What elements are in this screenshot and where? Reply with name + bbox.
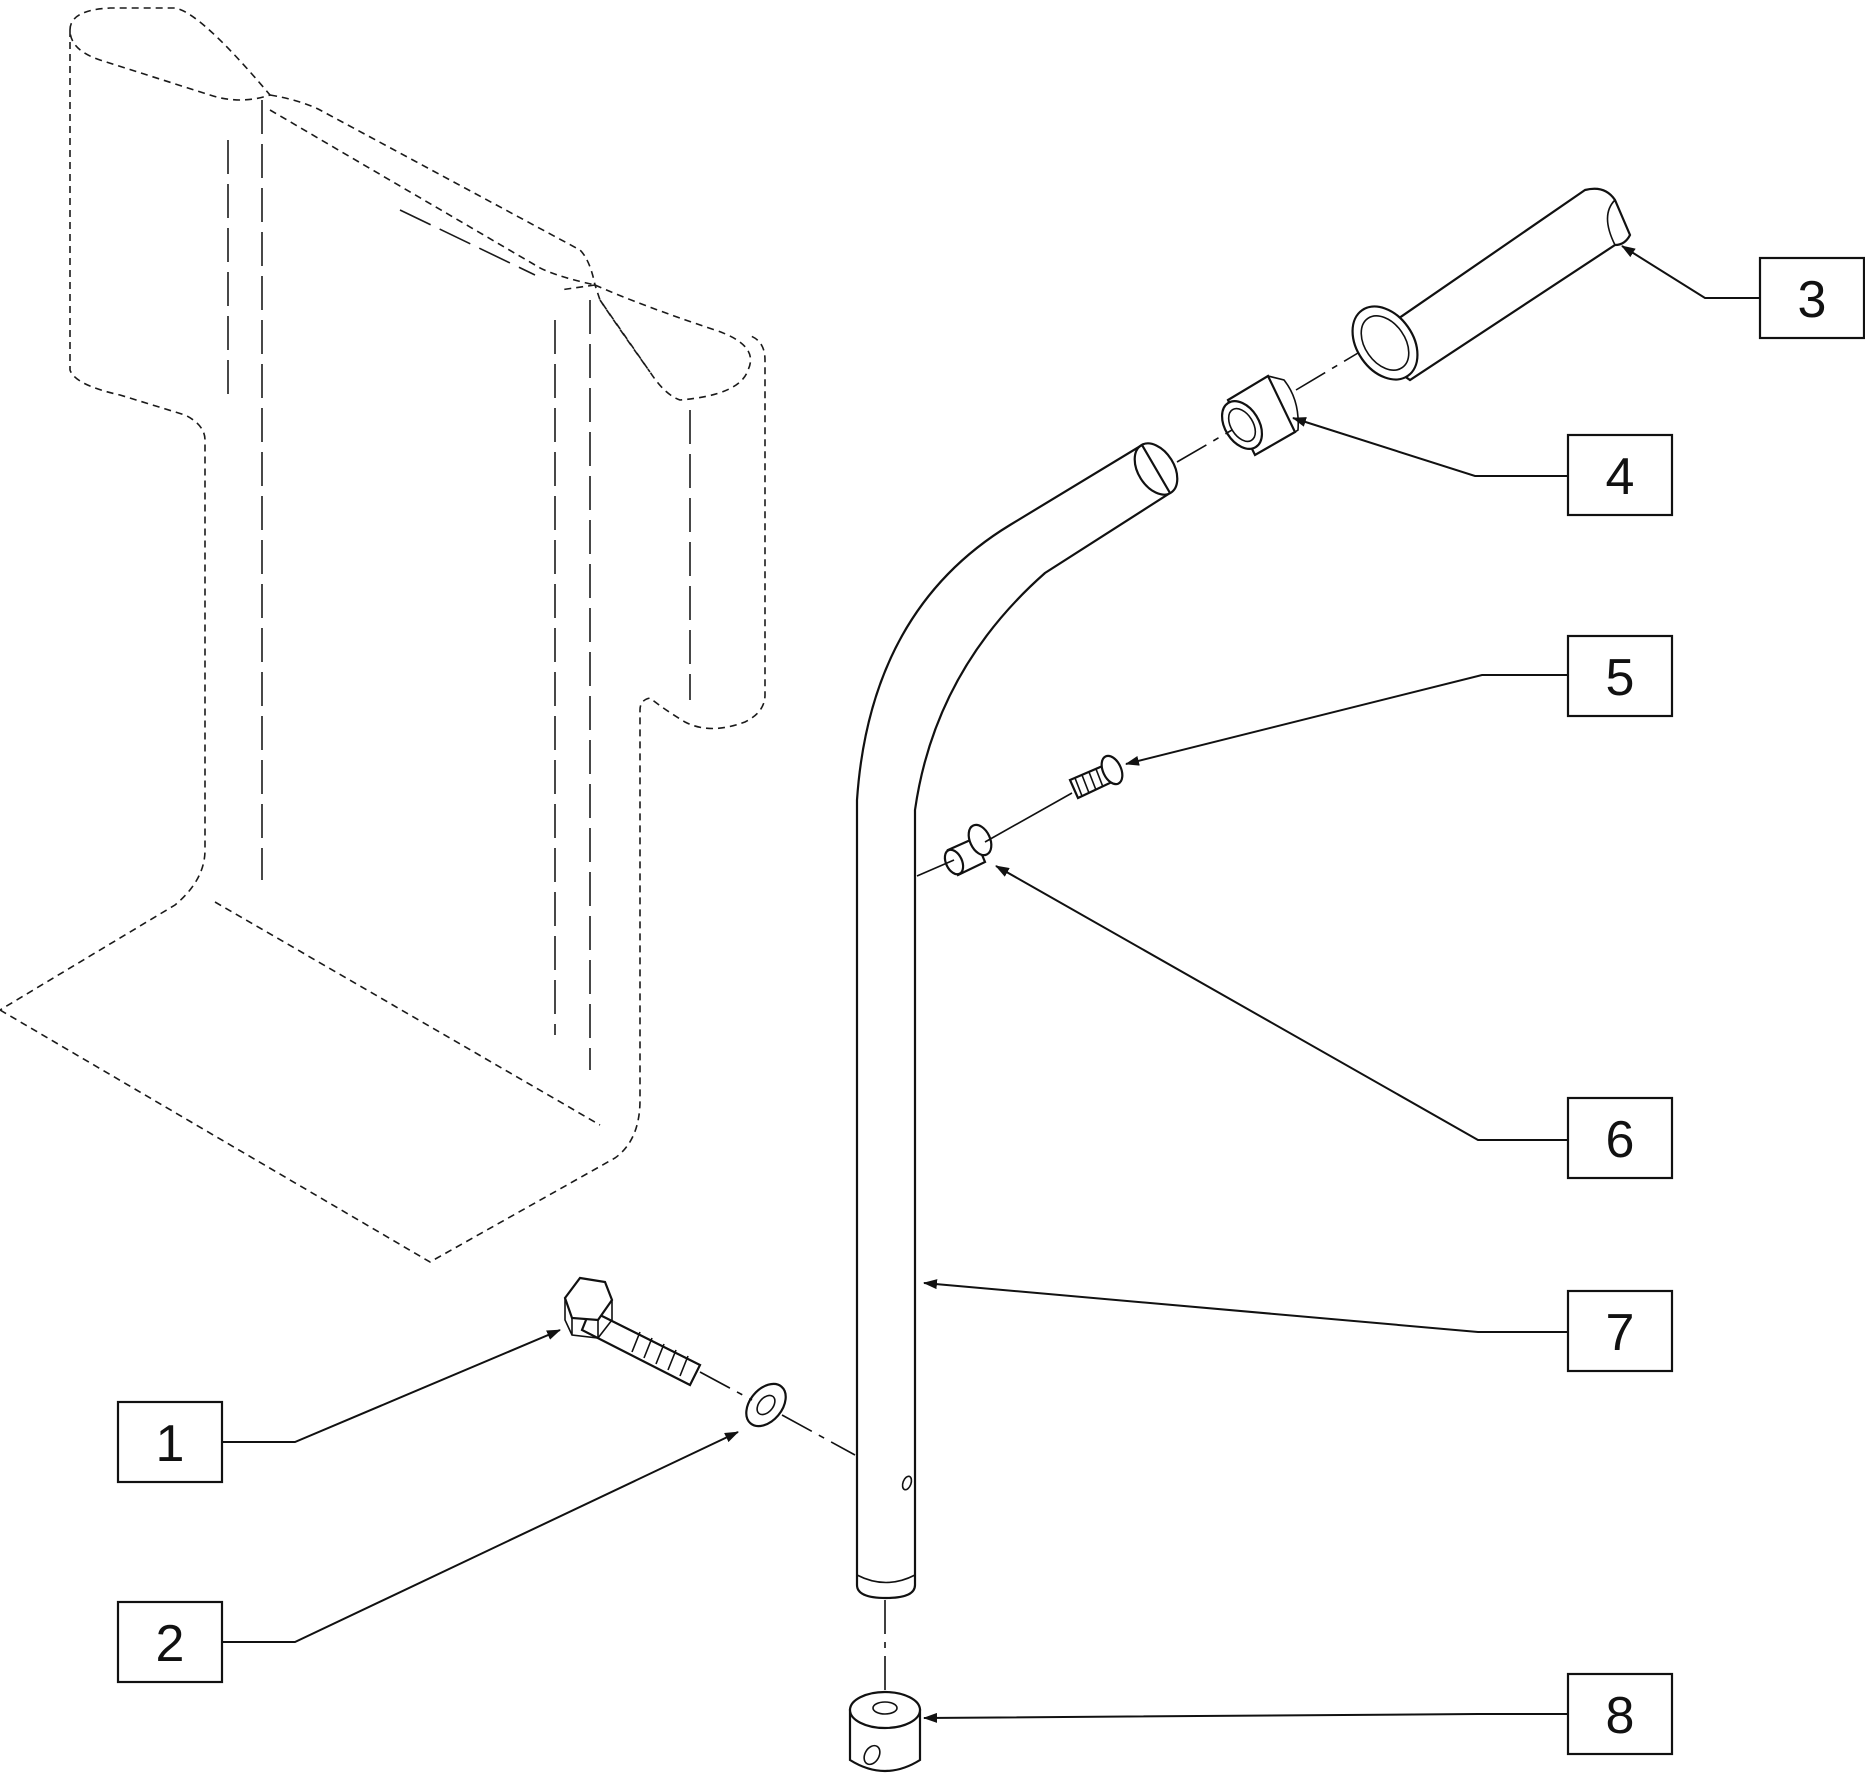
part-4-insert-plug (1220, 374, 1300, 457)
callout-7-label: 7 (1606, 1304, 1635, 1362)
callout-5: 5 (1566, 634, 1674, 718)
callout-3-label: 3 (1798, 271, 1827, 329)
part-7-bent-frame-tube (855, 442, 1179, 1600)
callout-1: 1 (116, 1400, 224, 1484)
callout-6: 6 (1566, 1096, 1674, 1180)
callout-1-label: 1 (156, 1415, 185, 1473)
callout-8-label: 8 (1606, 1687, 1635, 1745)
callout-7: 7 (1566, 1289, 1674, 1373)
callout-3: 3 (1758, 256, 1865, 340)
callout-5-label: 5 (1606, 649, 1635, 707)
part-8-collar (848, 1690, 922, 1772)
part-1-hex-bolt (563, 1276, 702, 1387)
callout-4-label: 4 (1606, 448, 1635, 506)
callout-2: 2 (116, 1600, 224, 1684)
part-2-washer (745, 1382, 787, 1428)
phantom-backrest-upholstery (0, 7, 766, 1263)
leader-lines (222, 245, 1760, 1723)
part-3-handgrip (1351, 187, 1632, 382)
callout-4: 4 (1566, 433, 1674, 517)
part-5-screw (1068, 754, 1124, 800)
assembly-centerlines (699, 352, 1359, 1690)
callout-6-label: 6 (1606, 1111, 1635, 1169)
part-6-bushing (943, 823, 993, 877)
callout-8: 8 (1566, 1672, 1674, 1756)
callout-2-label: 2 (156, 1615, 185, 1673)
